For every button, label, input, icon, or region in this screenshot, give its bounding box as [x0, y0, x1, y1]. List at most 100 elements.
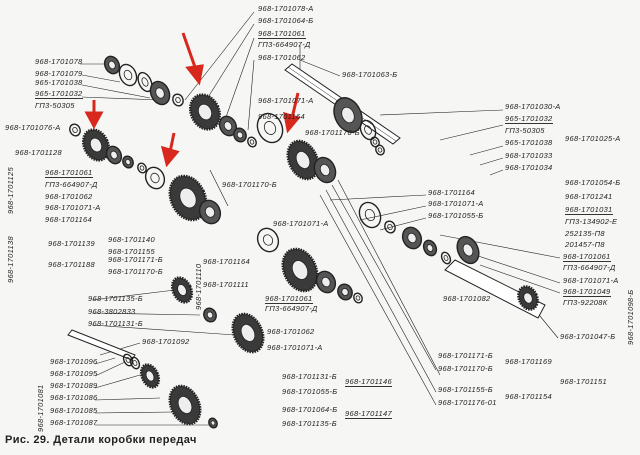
ring	[256, 112, 284, 144]
part-number-label: 965-1701032	[505, 114, 553, 124]
part-number-label: ГП3-92208К	[563, 298, 608, 307]
part-bore	[175, 96, 181, 104]
part-number-label: 968-1701071-А	[45, 203, 101, 212]
part-number-label: 968-1701034	[505, 163, 553, 172]
part-bore	[341, 288, 349, 296]
part-number-label: 968-1701063-Б	[342, 70, 398, 79]
part-number-label: ГП3-664907-Д	[563, 263, 616, 272]
part-bore	[341, 106, 355, 124]
part-number-label: 968-1701147	[345, 409, 392, 419]
part-number-label: 968-1701055-Б	[282, 387, 338, 396]
part-number-label: 968-1701076-А	[5, 123, 61, 132]
ring	[440, 251, 452, 265]
part-bore	[210, 420, 216, 426]
leader-lines	[80, 11, 561, 426]
part-bore	[139, 165, 145, 171]
part-number-label: 968-1701071-А	[428, 199, 484, 208]
part-number-label: 201457-П8	[565, 240, 605, 249]
part-bore	[236, 131, 244, 139]
part-number-label: 968-1701055-Б	[428, 211, 484, 220]
part-bore	[321, 276, 331, 288]
part-number-label: 968-1701135-Б	[282, 419, 337, 428]
ring	[359, 119, 377, 141]
part-number-label: 965-1701032	[35, 89, 83, 99]
part-bore	[72, 126, 78, 134]
part-number-label: 968-1701155	[108, 247, 155, 256]
ring	[144, 166, 166, 190]
part-number-label: 968-1701241	[565, 192, 613, 201]
part-number-label: 968-1701061	[45, 168, 93, 178]
part-number-label: 968-1701170-Б	[305, 128, 360, 137]
part-bore	[125, 158, 131, 166]
part-number-label: 968-1701164	[203, 257, 250, 266]
part-number-label: 968-1701071-А	[267, 343, 323, 352]
assembly-number-label: 968-1701098-Б	[626, 289, 635, 346]
part-number-label: 968-1701151	[560, 377, 607, 386]
part-bore	[177, 284, 187, 296]
part-number-label: 968-1701031	[565, 205, 613, 215]
part-bore	[204, 206, 216, 218]
part-number-label: 965-1701038	[505, 138, 553, 147]
part-number-label: 968-1701170-Б	[108, 267, 163, 276]
ring	[384, 220, 396, 234]
part-number-label: 968-1701033	[505, 151, 553, 160]
part-number-label: 968-1701078-А	[258, 4, 314, 13]
part-bore	[462, 243, 474, 257]
part-number-label: 968-1701082	[443, 294, 491, 303]
part-number-label: 968-1701170-Б	[222, 180, 277, 189]
ring	[247, 136, 257, 148]
part-bore	[377, 147, 383, 153]
part-number-label: 968-1701047-Б	[560, 332, 616, 341]
part-number-label: 968-1701030-А	[505, 102, 561, 111]
part-bore	[372, 139, 378, 145]
part-number-label: 968-1701188	[48, 260, 95, 269]
part-number-label: 968-1701128	[15, 148, 62, 157]
part-number-label: ГП3-134902-Е	[565, 217, 618, 226]
part-bore	[179, 187, 197, 209]
part-number-label: 968-1701171-Б	[438, 351, 493, 360]
part-number-label: 968-1701062	[45, 192, 93, 201]
part-number-label: 968-1701140	[108, 235, 155, 244]
part-number-label: 968-1701135-Б	[88, 294, 143, 303]
ring	[172, 93, 184, 107]
assembly-number-label: 968-1701138	[6, 236, 15, 283]
ring	[69, 123, 81, 137]
part-number-label: 968-1701164	[45, 215, 92, 224]
part-number-label: 968-1701111	[203, 280, 249, 289]
part-bore	[123, 69, 133, 81]
part-number-label: 968-1701061	[563, 252, 611, 262]
part-number-label: 968-1701171-Б	[108, 255, 163, 264]
part-number-label: 968-1701095	[50, 369, 98, 378]
part-number-label: 252135-П8	[565, 229, 605, 238]
part-bore	[177, 396, 193, 414]
ring	[256, 227, 280, 253]
part-number-label: ГП3-664907-Д	[45, 180, 98, 189]
part-number-label: 968-1701086	[50, 393, 98, 402]
part-number-label: 968-1701061	[265, 294, 313, 304]
part-bore	[145, 370, 155, 382]
part-number-label: 968-1701071-А	[563, 276, 619, 285]
part-number-label: 968-1701062	[258, 53, 306, 62]
part-bore	[110, 150, 118, 160]
part-bore	[249, 139, 255, 145]
part-number-label: ГП3-664907-Д	[265, 304, 318, 313]
ring	[137, 71, 153, 93]
part-bore	[295, 151, 311, 169]
part-number-label: 968-1701071-А	[258, 96, 314, 105]
part-number-label: 968-3802833	[88, 307, 136, 316]
part-bore	[263, 121, 277, 135]
assembly-number-label: 968-1701110	[194, 263, 203, 310]
assembly-number-label: 968-1701125	[6, 167, 15, 214]
part-bore	[426, 244, 434, 252]
part-number-label: 968-1701062	[267, 327, 315, 336]
part-number-label: 968-1701054-Б	[565, 178, 621, 187]
part-number-label: 968-1701164	[428, 188, 475, 197]
countershaft-pin	[67, 329, 136, 361]
part-number-label: ГП3-664907-Д	[258, 40, 311, 49]
part-number-label: 968-1701078	[35, 57, 83, 66]
ring	[118, 63, 138, 87]
part-number-label: 968-1701164	[258, 112, 305, 121]
part-number-label: 968-1701155-Б	[438, 385, 493, 394]
